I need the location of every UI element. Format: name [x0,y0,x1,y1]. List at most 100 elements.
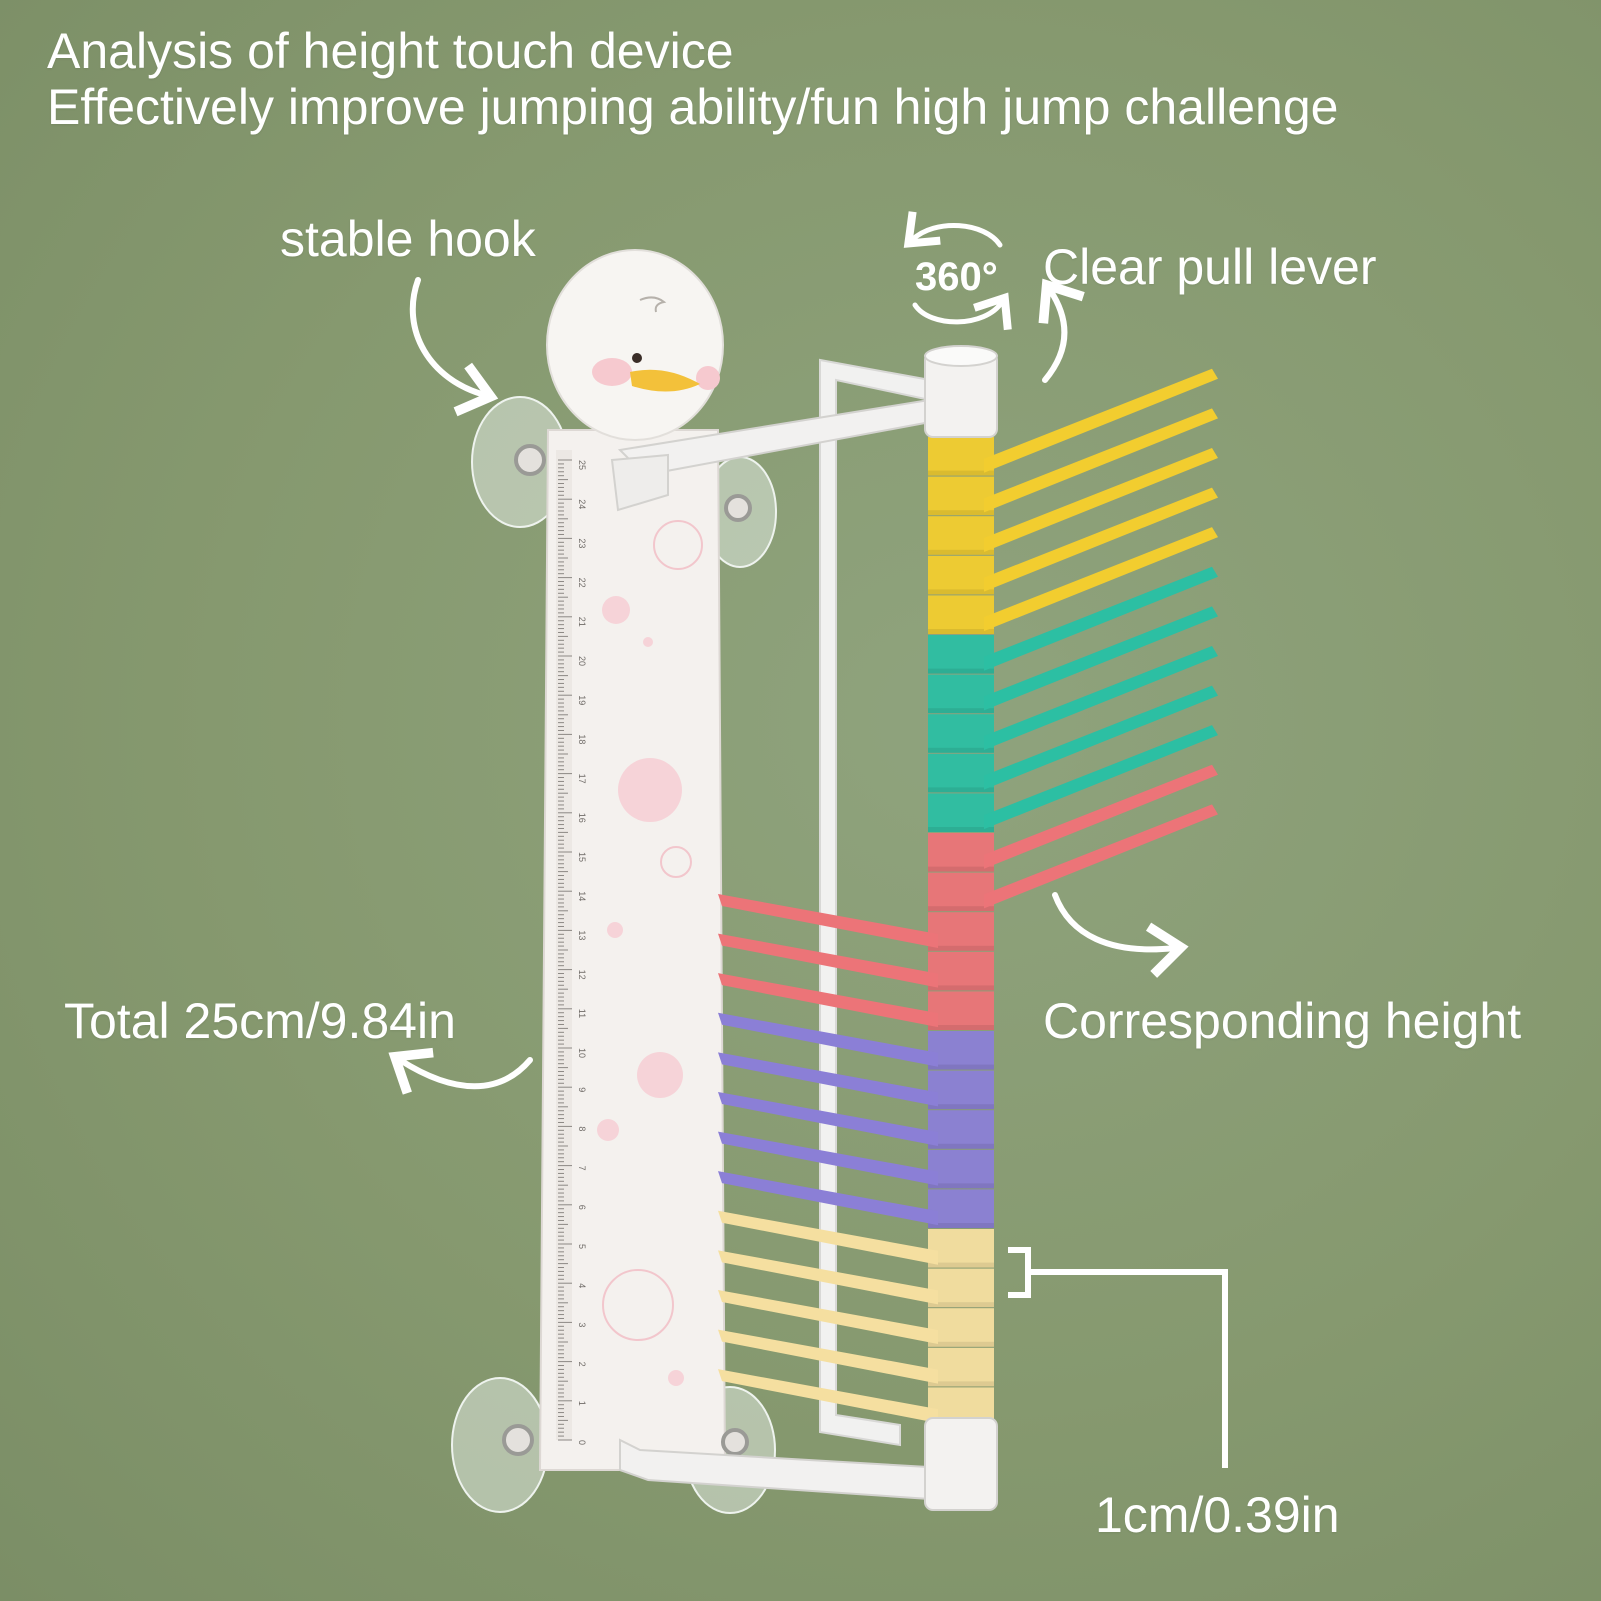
lever-hub-shadow [928,1143,994,1149]
lever-hub [928,476,994,516]
lever-hub-shadow [928,1223,994,1228]
ruler-label: 13 [577,930,587,940]
duck-beak-icon [630,369,700,392]
lever-yellow[interactable] [928,408,1218,516]
lever-purple[interactable] [718,1012,994,1070]
lever-hub-shadow [928,668,994,674]
lever-hub [928,951,994,991]
lever-teal[interactable] [928,645,1218,753]
lever-hub-shadow [928,945,994,951]
lever-hub [928,714,994,753]
lever-coral[interactable] [718,973,994,1030]
lever-hub [928,1347,994,1387]
ruler-label: 8 [577,1126,587,1131]
arrow-to-total-icon [388,1047,533,1095]
lever-hub [928,833,994,872]
lever-arm [984,764,1218,869]
lever-hub-shadow [928,787,994,793]
lever-purple[interactable] [718,1052,994,1110]
lever-teal[interactable] [928,685,1218,793]
duck-wing-icon [639,296,667,313]
ruler-label: 17 [577,774,587,784]
lever-hub [928,516,994,555]
lever-arm [718,1250,938,1305]
lever-coral[interactable] [718,893,994,951]
lever-hub-shadow [928,708,994,714]
lever-hub [928,555,994,595]
decor-spot [618,758,682,822]
lever-hub-shadow [928,1341,994,1347]
lever-arm [984,685,1218,790]
lever-purple[interactable] [718,1171,994,1228]
lever-cream[interactable] [718,1210,994,1268]
lever-arm [984,408,1218,513]
lever-hub-shadow [928,827,994,832]
lever-arm [984,606,1218,711]
duck-head-hook [546,249,724,441]
ruler-label: 1 [577,1401,587,1406]
lever-yellow[interactable] [928,447,1218,555]
lever-hub-shadow [928,747,994,753]
lever-teal[interactable] [928,566,1218,674]
lever-hub-shadow [928,470,994,476]
lever-hub [928,1149,994,1189]
lever-arm [718,933,938,988]
ruler-label: 4 [577,1283,587,1288]
lever-hub-shadow [928,985,994,991]
ruler-label: 25 [577,460,587,470]
lever-arm [984,368,1218,473]
arrow-to-hook-icon [409,277,499,417]
ruler-label: 19 [577,695,587,705]
rotation-label: 360° [915,255,998,299]
lever-arm [984,804,1218,909]
lever-arm [718,1289,938,1344]
lever-hub [928,1229,994,1268]
lever-hub [928,912,994,951]
lever-arm [718,893,938,948]
lever-arm [718,1369,938,1424]
ruler-label: 3 [577,1322,587,1327]
lever-purple[interactable] [718,1131,994,1189]
lever-arm [718,1131,938,1186]
ruler-label: 20 [577,656,587,666]
measuring-board: 2524232221201918171615141312111098765432… [502,429,752,1471]
lever-stack [718,368,1218,1426]
lever-cream[interactable] [718,1329,994,1387]
lever-yellow[interactable] [928,487,1218,595]
lever-hub [928,1070,994,1110]
lever-teal[interactable] [928,606,1218,714]
lever-teal[interactable] [928,725,1218,832]
lever-arm [984,645,1218,750]
ruler-label: 0 [577,1440,587,1445]
lever-cream[interactable] [718,1289,994,1347]
decor-spot [607,922,623,938]
lever-hub-shadow [928,1302,994,1308]
lever-arm [984,527,1218,632]
lever-cream[interactable] [718,1250,994,1308]
decor-spot [602,1269,674,1341]
lever-hub [928,1031,994,1070]
ruler-label: 7 [577,1166,587,1171]
lever-coral[interactable] [928,804,1218,912]
lever-coral[interactable] [928,764,1218,872]
callout-total-length: Total 25cm/9.84in [64,993,456,1049]
lever-yellow[interactable] [928,527,1218,634]
top-arm [610,393,970,512]
lever-purple[interactable] [718,1091,994,1149]
lever-coral[interactable] [718,933,994,991]
ruler-label: 6 [577,1205,587,1210]
ruler-label: 15 [577,852,587,862]
lever-hub-shadow [928,549,994,555]
support-rod [819,358,931,1447]
ruler-label: 5 [577,1244,587,1249]
column-top-cap [924,345,998,438]
lever-hub [928,674,994,714]
lever-hub [928,595,994,634]
ruler-scale: 2524232221201918171615141312111098765432… [558,459,587,1445]
lever-hub [928,872,994,912]
decor-spot [668,1370,684,1386]
lever-yellow[interactable] [928,368,1218,476]
lever-arm [718,1012,938,1067]
lever-hub [928,991,994,1030]
